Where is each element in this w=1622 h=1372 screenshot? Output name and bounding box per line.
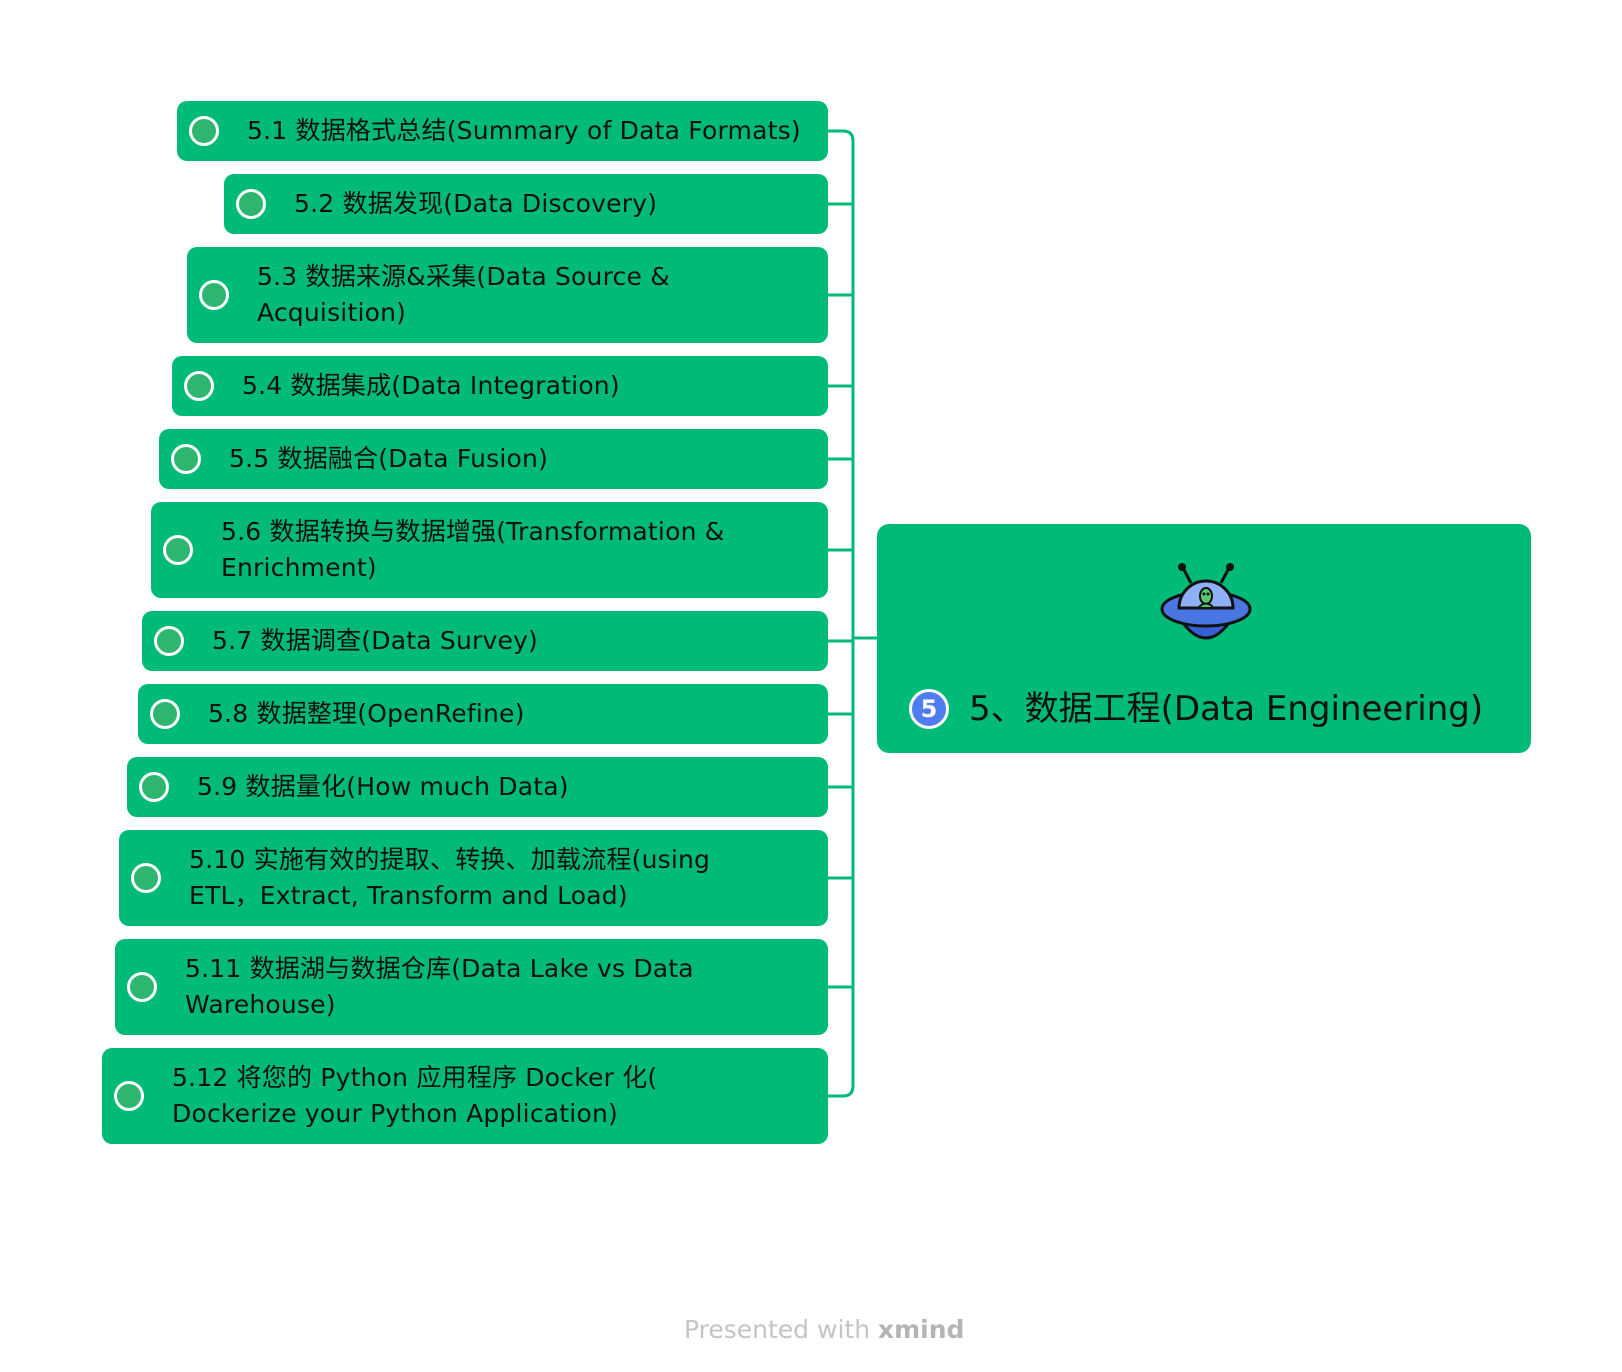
- subtopic-label: 5.2 数据发现(Data Discovery): [294, 186, 657, 222]
- subtopic-3[interactable]: 5.3 数据来源&采集(Data Source & Acquisition): [187, 247, 828, 343]
- task-checkbox[interactable]: [171, 444, 201, 474]
- subtopic-label-line1: 5.8 数据整理(OpenRefine): [208, 699, 525, 728]
- subtopic-2[interactable]: 5.2 数据发现(Data Discovery): [224, 174, 828, 234]
- subtopic-4[interactable]: 5.4 数据集成(Data Integration): [172, 356, 828, 416]
- subtopic-label-line1: 5.3 数据来源&采集(Data Source &: [257, 262, 670, 291]
- ufo-alien-icon: [1160, 563, 1252, 640]
- subtopic-label: 5.3 数据来源&采集(Data Source & Acquisition): [257, 259, 670, 331]
- task-checkbox[interactable]: [199, 280, 229, 310]
- connector-branch: [828, 1085, 855, 1098]
- subtopic-6[interactable]: 5.6 数据转换与数据增强(Transformation & Enrichment…: [151, 502, 828, 598]
- subtopic-label: 5.4 数据集成(Data Integration): [242, 368, 620, 404]
- subtopic-label-line1: 5.9 数据量化(How much Data): [197, 772, 569, 801]
- subtopic-label-line1: 5.4 数据集成(Data Integration): [242, 371, 620, 400]
- task-checkbox[interactable]: [163, 535, 193, 565]
- subtopic-12[interactable]: 5.12 将您的 Python 应用程序 Docker 化( Dockerize …: [102, 1048, 828, 1144]
- subtopic-label-line2: Warehouse): [185, 990, 336, 1019]
- task-checkbox[interactable]: [236, 189, 266, 219]
- central-topic-title: 5、数据工程(Data Engineering): [969, 689, 1484, 729]
- footer-credit: Presented with xmind: [684, 1315, 964, 1344]
- task-checkbox[interactable]: [131, 863, 161, 893]
- subtopic-5[interactable]: 5.5 数据融合(Data Fusion): [159, 429, 828, 489]
- subtopic-label: 5.1 数据格式总结(Summary of Data Formats): [247, 113, 801, 149]
- xmind-logo: xmind: [878, 1315, 965, 1344]
- subtopic-label: 5.12 将您的 Python 应用程序 Docker 化( Dockerize …: [172, 1060, 657, 1132]
- footer-prefix: Presented with: [684, 1315, 871, 1344]
- subtopic-label: 5.6 数据转换与数据增强(Transformation & Enrichment…: [221, 514, 724, 586]
- subtopic-9[interactable]: 5.9 数据量化(How much Data): [127, 757, 828, 817]
- topic-number-badge: 5: [909, 689, 949, 729]
- subtopic-1[interactable]: 5.1 数据格式总结(Summary of Data Formats): [177, 101, 828, 161]
- subtopic-label-line2: Enrichment): [221, 553, 377, 582]
- subtopic-label: 5.9 数据量化(How much Data): [197, 769, 569, 805]
- subtopic-8[interactable]: 5.8 数据整理(OpenRefine): [138, 684, 828, 744]
- task-checkbox[interactable]: [189, 116, 219, 146]
- subtopic-label: 5.7 数据调查(Data Survey): [212, 623, 538, 659]
- subtopic-label-line1: 5.1 数据格式总结(Summary of Data Formats): [247, 116, 801, 145]
- task-checkbox[interactable]: [150, 699, 180, 729]
- subtopic-label-line1: 5.6 数据转换与数据增强(Transformation &: [221, 517, 725, 546]
- subtopic-label: 5.8 数据整理(OpenRefine): [208, 696, 525, 732]
- task-checkbox[interactable]: [154, 626, 184, 656]
- task-checkbox[interactable]: [127, 972, 157, 1002]
- subtopic-7[interactable]: 5.7 数据调查(Data Survey): [142, 611, 828, 671]
- central-topic[interactable]: 5 5、数据工程(Data Engineering): [877, 524, 1531, 753]
- subtopic-label-line1: 5.12 将您的 Python 应用程序 Docker 化(: [172, 1063, 658, 1092]
- subtopic-label: 5.5 数据融合(Data Fusion): [229, 441, 548, 477]
- task-checkbox[interactable]: [114, 1081, 144, 1111]
- connector-branch: [828, 129, 855, 142]
- subtopic-label-line1: 5.10 实施有效的提取、转换、加载流程(using: [189, 845, 711, 874]
- subtopic-label-line2: Acquisition): [257, 298, 407, 327]
- subtopic-label-line1: 5.11 数据湖与数据仓库(Data Lake vs Data: [185, 954, 694, 983]
- subtopic-label-line2: Dockerize your Python Application): [172, 1099, 618, 1128]
- task-checkbox[interactable]: [184, 371, 214, 401]
- subtopic-label-line1: 5.2 数据发现(Data Discovery): [294, 189, 658, 218]
- task-checkbox[interactable]: [139, 772, 169, 802]
- subtopic-label-line1: 5.5 数据融合(Data Fusion): [229, 444, 549, 473]
- subtopic-label-line2: ETL，Extract, Transform and Load): [189, 881, 628, 910]
- subtopic-label-line1: 5.7 数据调查(Data Survey): [212, 626, 539, 655]
